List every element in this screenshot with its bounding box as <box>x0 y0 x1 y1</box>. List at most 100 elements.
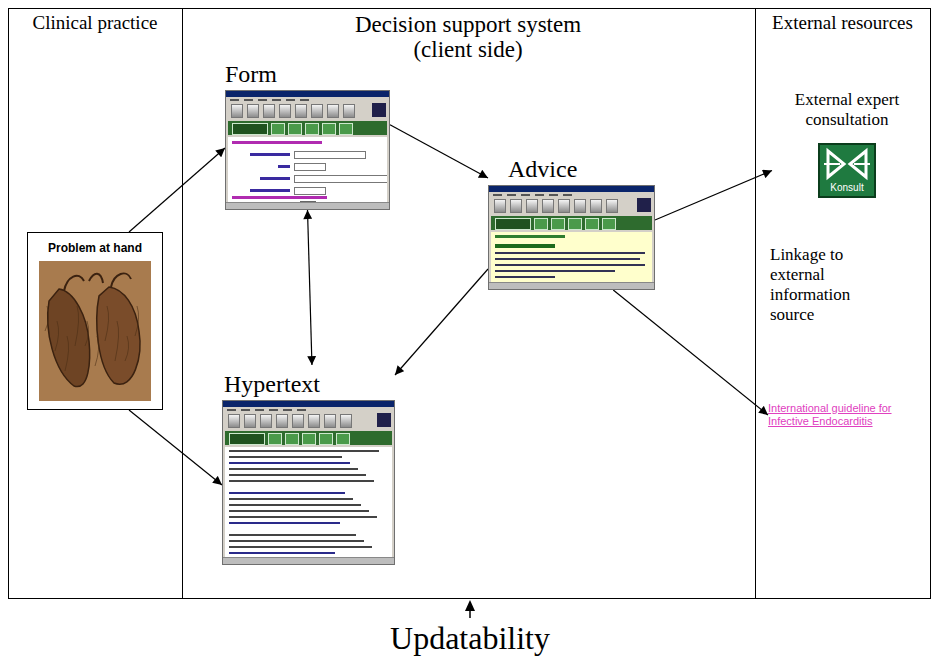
menu-item <box>230 99 239 101</box>
browser-logo <box>637 198 651 212</box>
menu-item <box>258 99 267 101</box>
toolbar-icon <box>494 199 506 213</box>
menu-item <box>272 99 281 101</box>
toolbar-icon <box>327 104 339 118</box>
window-title-bar <box>489 186 654 192</box>
hypertext-line <box>229 510 369 512</box>
banner-button <box>534 218 548 230</box>
column-heading: External resources <box>765 12 920 33</box>
browser-logo <box>372 103 386 117</box>
advice-text-line <box>495 270 615 272</box>
browser-body <box>228 137 387 202</box>
toolbar-icon <box>324 414 336 428</box>
screenshot-node: Advice <box>488 150 655 290</box>
vessels <box>64 273 131 291</box>
menu-item <box>286 99 295 101</box>
hypertext-line <box>229 492 345 494</box>
field-input <box>294 175 387 183</box>
menu-item <box>227 409 236 411</box>
field-input <box>294 151 366 159</box>
banner-button <box>585 218 599 230</box>
column-heading: Updatability <box>320 620 620 656</box>
menu-item <box>244 99 253 101</box>
hypertext-line <box>229 462 350 464</box>
heart-illustration <box>39 261 151 401</box>
banner-button <box>339 123 353 135</box>
column-divider <box>755 8 756 598</box>
hypertext-line <box>229 534 356 536</box>
field-label <box>250 153 290 156</box>
hypertext-line <box>229 516 377 518</box>
banner-button <box>271 123 285 135</box>
toolbar-icon <box>343 104 355 118</box>
connector-arrow <box>129 410 222 485</box>
connector-arrow <box>613 290 768 415</box>
konsult-arrows <box>820 145 874 183</box>
banner-button <box>232 123 268 135</box>
banner-button <box>268 433 282 445</box>
banner-button <box>319 433 333 445</box>
toolbar-icon <box>228 414 240 428</box>
hypertext-line <box>229 450 379 452</box>
illustration-texture <box>105 306 109 341</box>
screen-heading: Form <box>225 55 390 90</box>
illustration-texture <box>85 321 89 346</box>
menu-item <box>241 409 250 411</box>
menu-item <box>269 409 278 411</box>
hypertext-line <box>229 474 366 476</box>
field-label <box>260 177 290 180</box>
toolbar-icon <box>276 414 288 428</box>
link-text: International guideline for Infective En… <box>768 402 918 428</box>
toolbar-icon <box>340 414 352 428</box>
menu-item <box>300 99 309 101</box>
problem-box: Problem at hand <box>27 232 163 410</box>
hypertext-line <box>229 552 335 554</box>
advice-text-line <box>495 264 645 266</box>
toolbar-icon <box>510 199 522 213</box>
hypertext-line <box>229 546 372 548</box>
advice-text-line <box>495 276 555 278</box>
column-heading: Decision support system (client side) <box>328 12 608 62</box>
hypertext-line <box>229 498 353 500</box>
menu-item <box>493 194 502 196</box>
connector-arrow <box>655 171 772 221</box>
heart-left <box>48 289 90 387</box>
illustration-texture <box>65 336 69 371</box>
banner-button <box>495 218 531 230</box>
toolbar-icon <box>574 199 586 213</box>
connector-arrow <box>395 269 488 375</box>
link-line <box>232 196 327 199</box>
toolbar-icon <box>279 104 291 118</box>
illustration-shade <box>39 261 151 401</box>
toolbar-icon <box>526 199 538 213</box>
banner-button <box>302 433 316 445</box>
browser-body <box>225 447 392 557</box>
window-title-bar <box>223 401 394 407</box>
update-arrow-head <box>465 600 475 611</box>
column-divider <box>182 8 183 598</box>
banner-button <box>336 433 350 445</box>
hypertext-line <box>229 522 340 524</box>
toolbar-icon <box>295 104 307 118</box>
browser-screenshot <box>222 400 395 565</box>
status-bar <box>223 557 394 564</box>
field-input <box>294 163 326 171</box>
toolbar-icon <box>558 199 570 213</box>
toolbar-icon <box>292 414 304 428</box>
menu-item <box>255 409 264 411</box>
banner-button <box>568 218 582 230</box>
box-title: Problem at hand <box>28 241 162 255</box>
illustration-texture <box>55 321 59 351</box>
screenshot-node: Hypertext <box>222 365 395 565</box>
banner-button <box>229 433 265 445</box>
banner-button <box>602 218 616 230</box>
illustration-texture <box>125 336 129 361</box>
advice-text-line <box>495 258 640 260</box>
illustration-texture <box>95 336 99 366</box>
hypertext-line <box>229 480 374 482</box>
screen-heading: Hypertext <box>222 365 395 400</box>
menu-item <box>563 194 572 196</box>
illustration-texture <box>115 321 119 361</box>
toolbar-icon <box>244 414 256 428</box>
